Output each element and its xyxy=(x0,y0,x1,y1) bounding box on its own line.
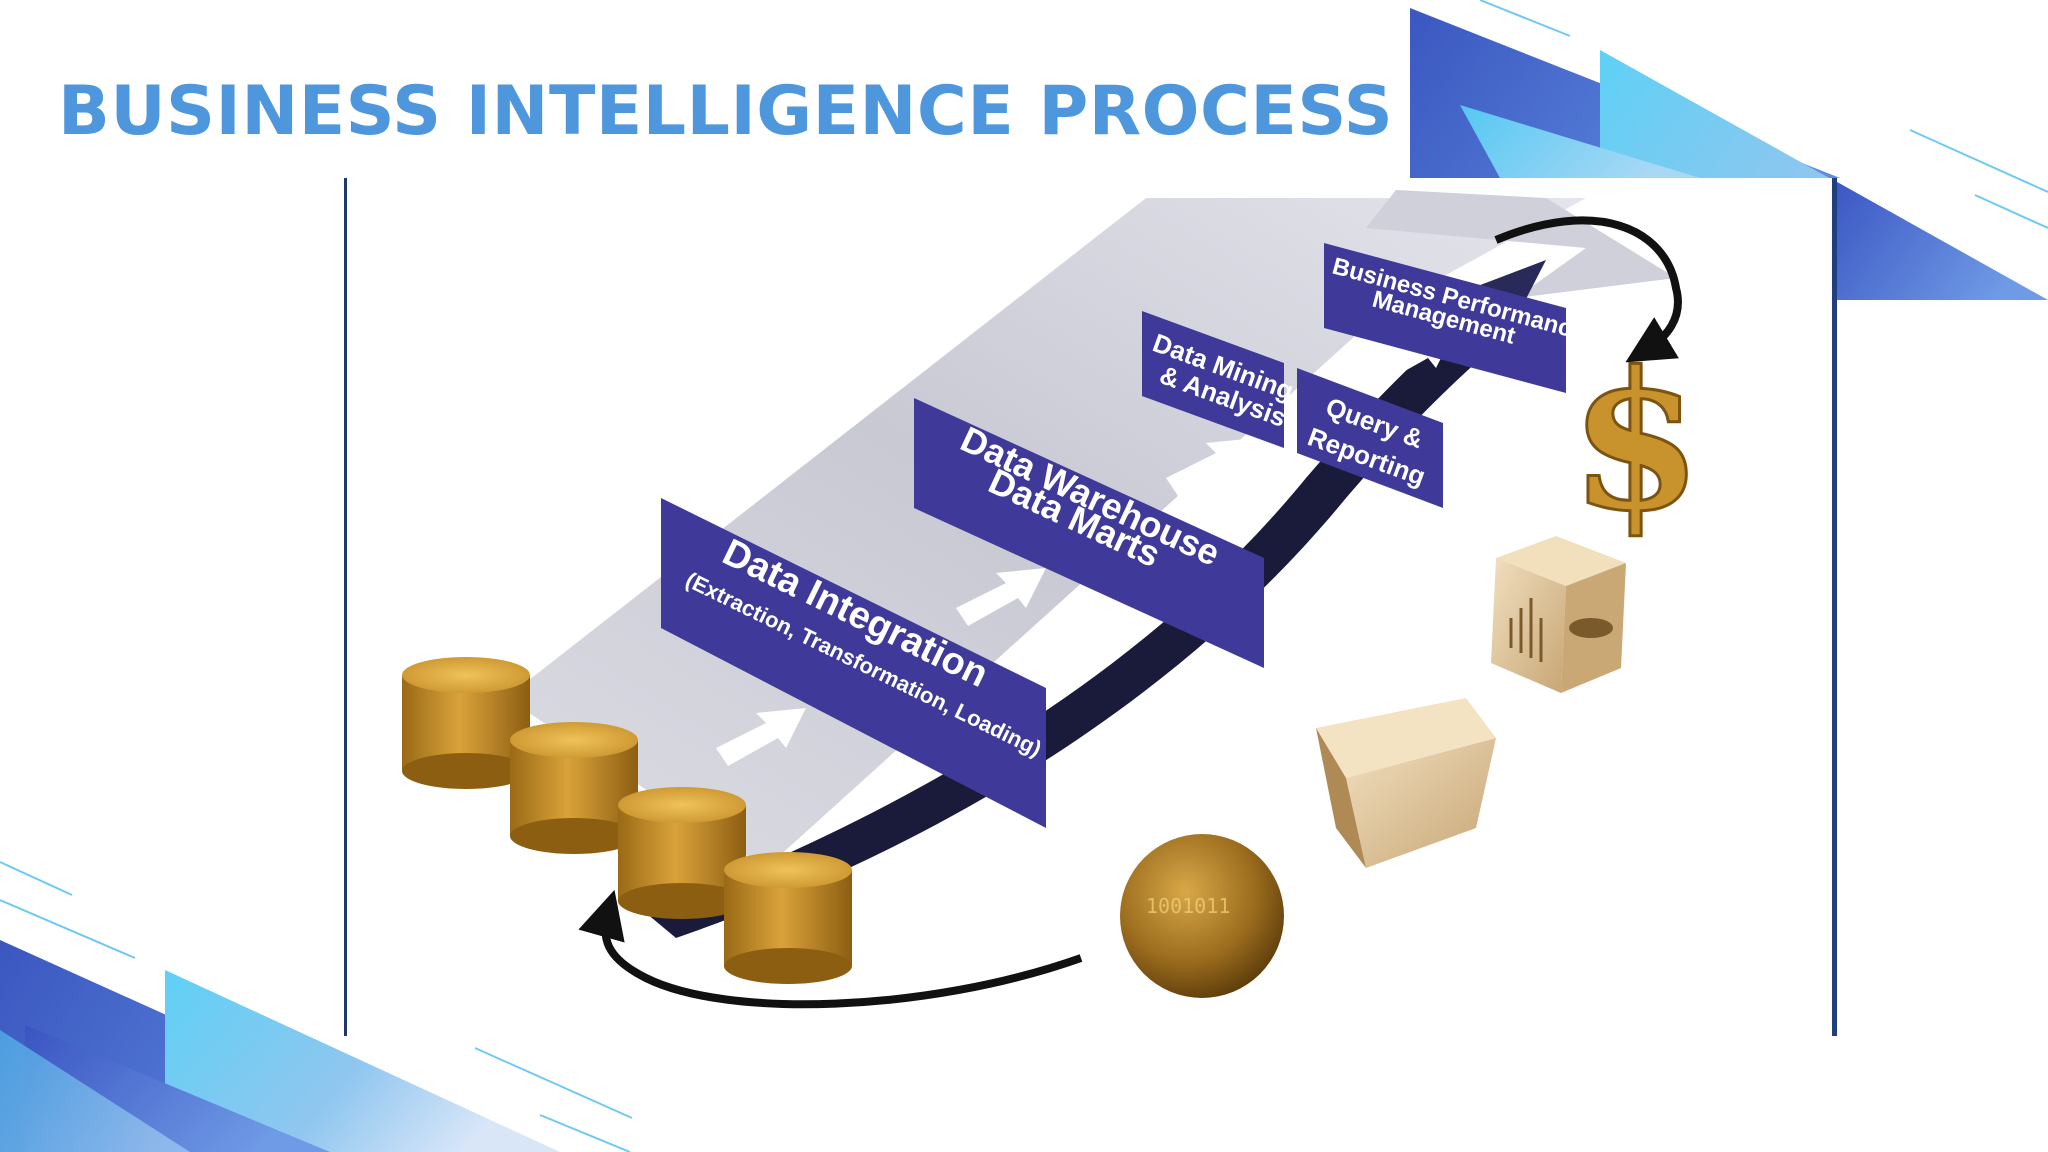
dollar-sign-icon: $ xyxy=(1570,330,1702,553)
cylinder-1 xyxy=(402,657,530,789)
frame-rule-right xyxy=(1832,178,1837,1036)
security-policy-band xyxy=(646,308,1516,938)
feedback-arrow-top xyxy=(1494,216,1682,363)
frame-rule-left xyxy=(344,178,347,1036)
open-box-icon xyxy=(1316,698,1496,868)
slide-title: BUSINESS INTELLIGENCE PROCESS xyxy=(58,72,1394,151)
binary-digits: 1001011 xyxy=(1146,894,1230,918)
diagram-illustration: CORPORATE SECURITY POLICY Data Integrati… xyxy=(402,190,1704,1009)
feedback-arrow-bottom xyxy=(578,889,1083,1009)
data-source-cylinders xyxy=(402,657,852,984)
bi-process-diagram: CORPORATE SECURITY POLICY Data Integrati… xyxy=(346,178,1836,1036)
cylinder-3 xyxy=(618,787,746,919)
binary-data-sphere: 1001011 xyxy=(1120,834,1284,998)
cylinder-4 xyxy=(724,852,852,984)
ramp-arrow-head xyxy=(1366,190,1676,298)
cylinder-2 xyxy=(510,722,638,854)
analytics-cube-icon xyxy=(1491,536,1626,693)
